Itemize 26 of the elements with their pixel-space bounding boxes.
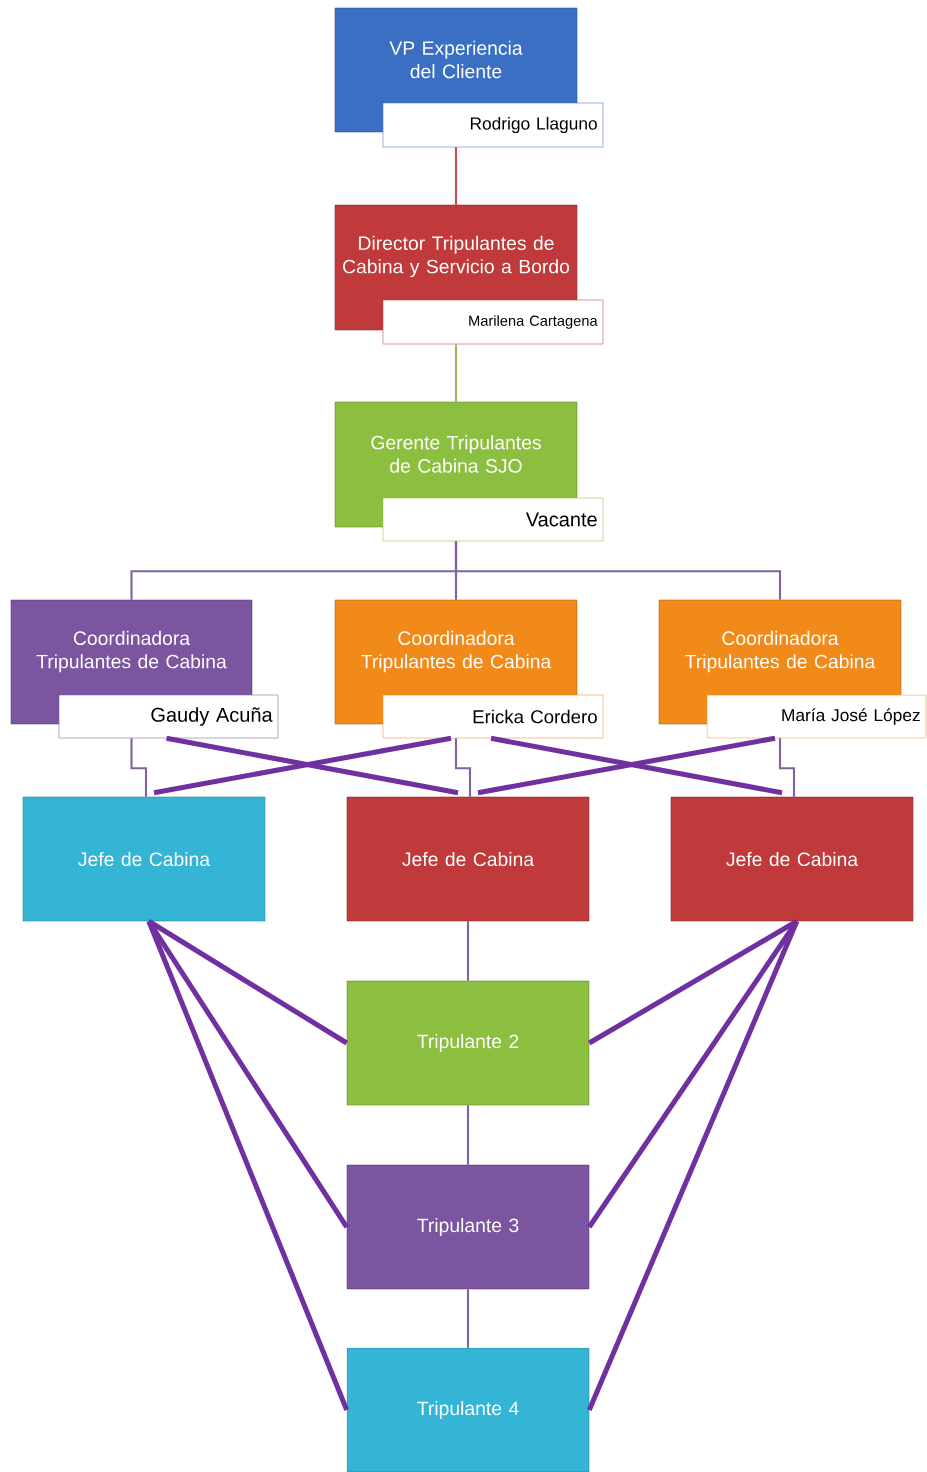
name-box: María José López [706, 694, 927, 739]
connector-line [454, 147, 458, 205]
connector-line [146, 920, 350, 1411]
connector-line [586, 920, 800, 1411]
org-box: Tripulante 4 [346, 1347, 590, 1472]
connector-line [588, 919, 799, 1046]
connector-line [454, 344, 458, 402]
connector-line [587, 919, 799, 1229]
org-box: Jefe de Cabina [346, 796, 590, 922]
org-box: Tripulante 3 [346, 1164, 590, 1290]
org-box: Tripulante 2 [346, 980, 590, 1106]
connector-line [454, 738, 472, 797]
connector-line [130, 738, 148, 797]
connector-line [466, 921, 470, 981]
connector-line [466, 1289, 470, 1348]
connector-line [778, 738, 796, 797]
connector-line [466, 1105, 470, 1165]
connector-line [454, 541, 782, 600]
connector-line [147, 919, 349, 1046]
name-box: Ericka Cordero [382, 694, 604, 739]
name-box: Gaudy Acuña [58, 694, 279, 739]
org-box: Jefe de Cabina [22, 796, 266, 922]
name-box: Rodrigo Llaguno [382, 102, 604, 148]
org-box: Jefe de Cabina [670, 796, 914, 922]
name-box: Vacante [382, 497, 604, 542]
name-box: Marilena Cartagena [382, 299, 604, 345]
